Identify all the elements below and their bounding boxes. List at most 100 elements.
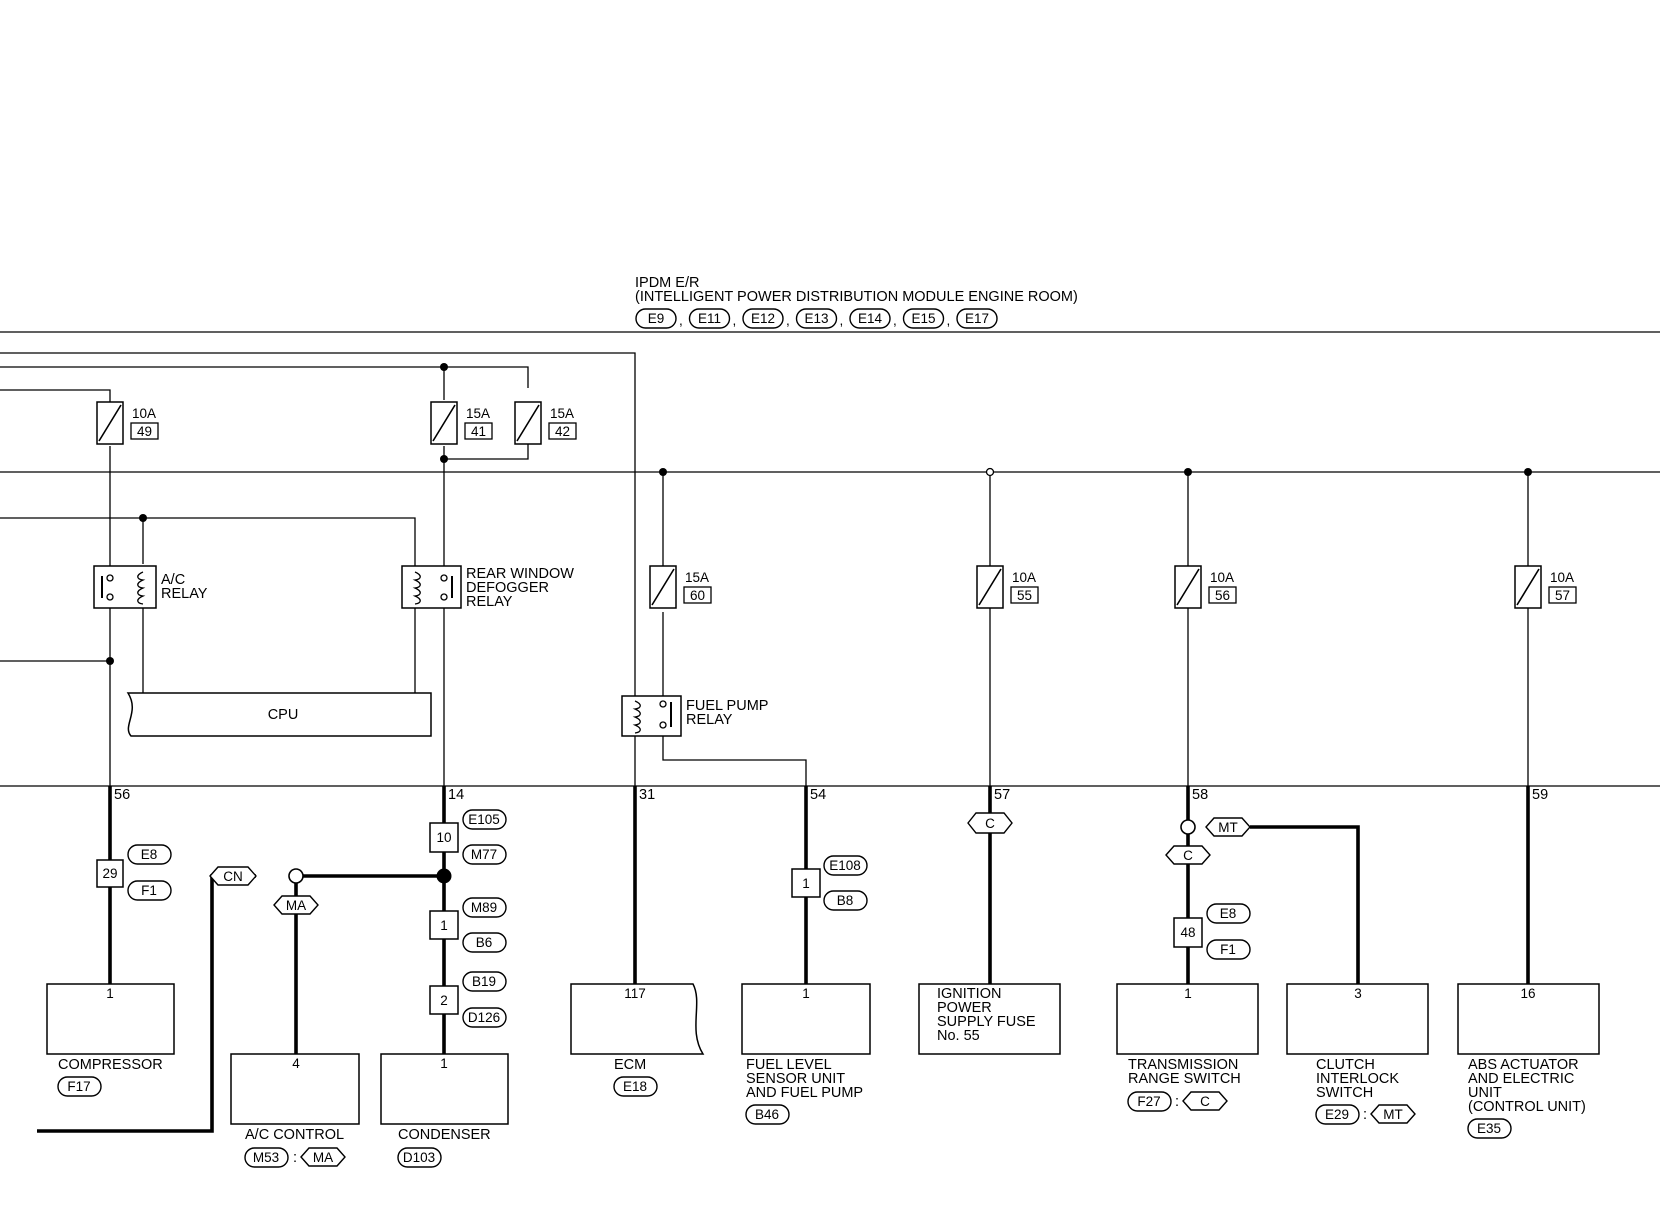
clutch-name-1: CLUTCH: [1316, 1057, 1375, 1073]
fuse-number-box: [130, 422, 159, 440]
defogger-control-wire: [0, 517, 416, 574]
connector-pill: [462, 809, 507, 830]
fuse-49-supply-wire: [0, 389, 111, 402]
connector-2-bottom: D126: [468, 1010, 500, 1025]
fuel-pump-relay-label-2: RELAY: [686, 712, 733, 728]
defogger-relay-label-3: RELAY: [466, 594, 513, 610]
ac-relay-label-1: A/C: [161, 572, 185, 588]
option-c-57: C: [967, 812, 1013, 834]
ipdm-connector-e9: E9: [648, 311, 665, 326]
connector-box: [429, 910, 459, 940]
abs-name-1: ABS ACTUATOR: [1468, 1057, 1579, 1073]
abs-name-4: (CONTROL UNIT): [1468, 1099, 1586, 1115]
terminal-58: 58: [1192, 787, 1208, 803]
relay-coil-icon: [632, 700, 641, 734]
ecm-box: [570, 983, 705, 1055]
option-c-58: C: [1165, 845, 1211, 865]
separator-comma: ,: [786, 313, 790, 328]
connector-2: 2 B19 D126: [429, 971, 507, 1028]
relay-contact-icon: [659, 721, 667, 729]
condenser-connector: D103: [403, 1150, 435, 1165]
ipdm-connector-pill: [849, 308, 891, 329]
transmission-name-2: RANGE SWITCH: [1128, 1071, 1241, 1087]
fuse-42-output-wire: [444, 438, 529, 460]
terminal-54: 54: [810, 787, 826, 803]
connector-29-pin: 29: [102, 866, 117, 881]
fuse-element-icon: [1516, 568, 1540, 606]
fuel-pump-relay-body: [621, 695, 682, 737]
cpu-label: CPU: [268, 707, 299, 723]
fuel-pump-relay-label-1: FUEL PUMP: [686, 698, 768, 714]
junction-dot: [1184, 468, 1192, 476]
ac-relay: A/C RELAY: [93, 565, 208, 609]
splice-icon: [436, 868, 452, 884]
connector-pill: [823, 855, 868, 876]
clutch-pin: 3: [1354, 986, 1362, 1001]
fuel-level-connector: B46: [755, 1107, 779, 1122]
fuse-rating: 10A: [1012, 570, 1036, 585]
fuel-pump-relay: FUEL PUMP RELAY: [621, 695, 768, 737]
fuse-element-icon: [516, 404, 540, 442]
ecm: 117 ECM E18: [570, 983, 705, 1097]
connector-pill: [1206, 939, 1251, 960]
connector-48-bottom: F1: [1220, 942, 1236, 957]
junction-dot: [440, 363, 448, 371]
connector-29-bottom: F1: [141, 883, 157, 898]
fuse-rating: 10A: [1210, 570, 1234, 585]
ipdm-connector-e12: E12: [751, 311, 775, 326]
relay-contact-icon: [106, 593, 114, 601]
ipdm-connector-pill: [902, 308, 945, 329]
fuel-level-name-2: SENSOR UNIT: [746, 1071, 845, 1087]
option-hexagon: [273, 895, 319, 915]
transmission-name-1: TRANSMISSION: [1128, 1057, 1238, 1073]
relay-contact-icon: [106, 574, 114, 582]
fuse-number: 42: [555, 424, 570, 439]
defogger-relay: REAR WINDOW DEFOGGER RELAY: [401, 565, 574, 610]
connector-pill: [462, 844, 507, 865]
connector-pill: [462, 1007, 507, 1028]
ecm-pin: 117: [624, 986, 646, 1001]
abs-name-2: AND ELECTRIC: [1468, 1071, 1574, 1087]
connector-pill: [745, 1104, 790, 1125]
terminal-14: 14: [448, 787, 464, 803]
connector-box: [1173, 917, 1203, 948]
junction-dot: [1524, 468, 1532, 476]
option-mt-label: MT: [1218, 820, 1238, 835]
clutch-name-2: INTERLOCK: [1316, 1071, 1399, 1087]
clutch-box: [1286, 983, 1429, 1055]
terminal-56: 56: [114, 787, 130, 803]
fuse-rating: 15A: [550, 406, 574, 421]
ipdm-connector-pill: [635, 308, 677, 329]
abs-connector: E35: [1477, 1121, 1501, 1136]
fuse-number: 57: [1555, 588, 1570, 603]
ac-control-pin: 4: [292, 1056, 300, 1071]
ignition-fuse-name-4: No. 55: [937, 1028, 980, 1044]
fuel-level-pin: 1: [802, 986, 810, 1001]
cpu-block: CPU: [126, 692, 432, 737]
fuse-rating: 15A: [685, 570, 709, 585]
ipdm-connector-e11: E11: [698, 311, 721, 326]
fuse-element-icon: [1176, 568, 1200, 606]
fuse-number-box: [548, 422, 577, 440]
connector-10-pin: 10: [436, 830, 451, 845]
fuse-number-box: [1548, 586, 1577, 604]
connector-2-pin: 2: [440, 993, 448, 1008]
connector-pill: [823, 890, 868, 911]
connector-pill: [1467, 1118, 1512, 1139]
defogger-relay-label-2: DEFOGGER: [466, 580, 549, 596]
ipdm-connector-e14: E14: [858, 311, 883, 326]
clutch-wire: [1250, 825, 1360, 984]
connector-pill: [1127, 1091, 1172, 1112]
junction-dot: [440, 455, 448, 463]
ipdm-title: IPDM E/R: [635, 275, 699, 291]
connector-10-bottom: M77: [471, 847, 497, 862]
connector-1-m89: 1 M89 B6: [429, 897, 507, 953]
relay-coil-icon: [412, 571, 421, 605]
separator-comma: ,: [893, 313, 897, 328]
ac-control-connector: M53: [253, 1150, 279, 1165]
